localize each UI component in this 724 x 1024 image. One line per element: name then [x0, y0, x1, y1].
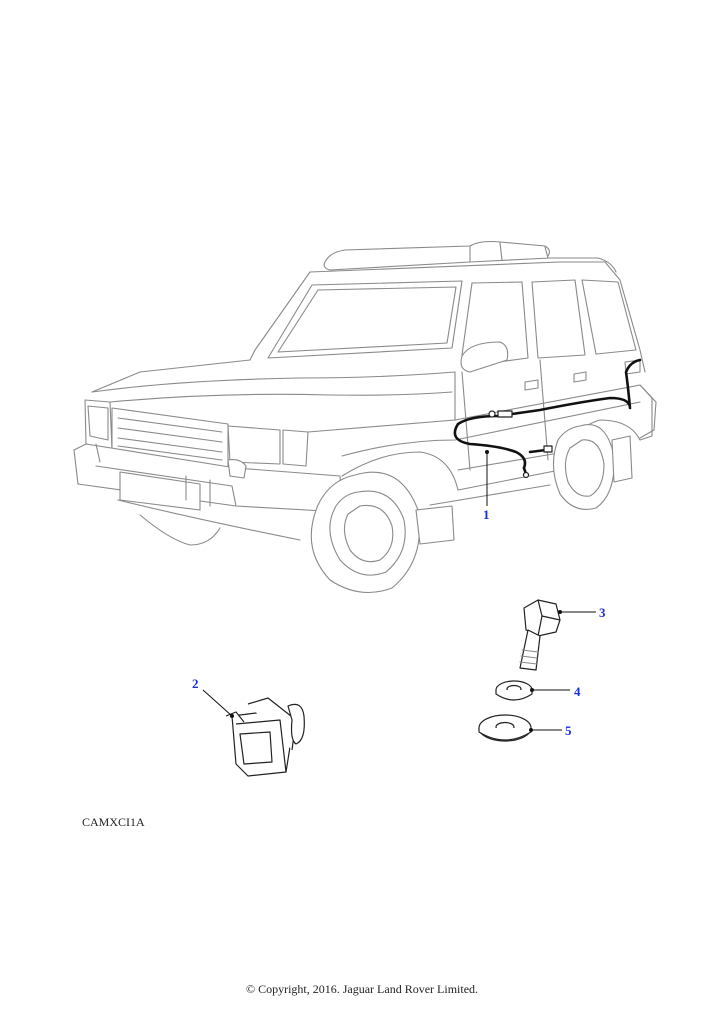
spring-washer-part-4 [495, 680, 570, 701]
callout-4: 4 [574, 684, 581, 699]
vehicle-illustration [73, 240, 657, 593]
callout-3: 3 [599, 605, 606, 620]
clip-part-2 [202, 689, 305, 777]
harness-connector-icon [543, 445, 553, 453]
copyright-notice: © Copyright, 2016. Jaguar Land Rover Lim… [245, 982, 479, 996]
callout-2: 2 [192, 676, 199, 691]
wiring-harness-part-1 [453, 358, 642, 506]
callout-5: 5 [565, 723, 572, 738]
bolt-part-3 [519, 599, 596, 671]
callout-1: 1 [483, 507, 490, 522]
harness-connector-icon [497, 410, 513, 418]
diagram-reference-code: CAMXCI1A [82, 815, 145, 829]
plain-washer-part-5 [478, 714, 562, 742]
